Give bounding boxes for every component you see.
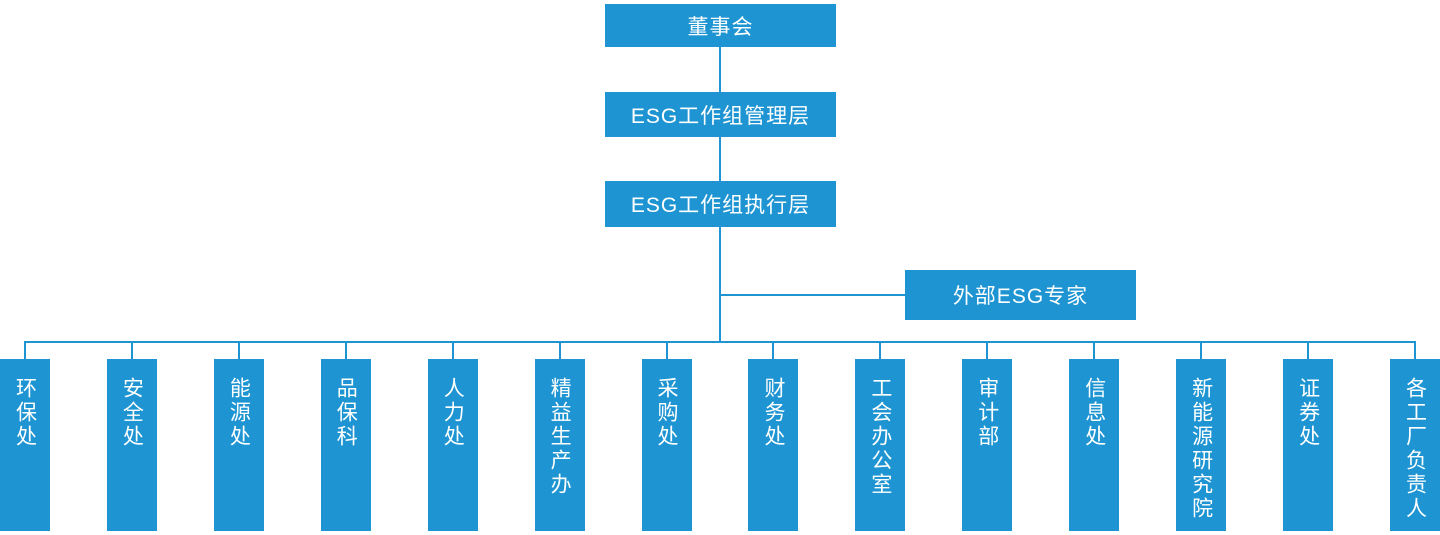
dept-label: 财务处 (761, 377, 785, 449)
dept-node: 审计部 (962, 342, 1013, 531)
department-row: 环保处 安全处 能源处 品保科 人力处 (0, 342, 1440, 531)
dept-node: 能源处 (213, 342, 264, 531)
dept-label: 精益生产办 (548, 377, 572, 497)
dept-box: 安全处 (106, 359, 157, 531)
node-label: ESG工作组管理层 (630, 104, 811, 128)
dept-box: 信息处 (1069, 359, 1120, 531)
node-label: 董事会 (687, 15, 754, 39)
dept-connector-stub (344, 342, 347, 359)
dept-label: 安全处 (120, 377, 144, 449)
dept-label: 环保处 (13, 377, 37, 449)
dept-label: 审计部 (975, 377, 999, 449)
connector-trunk-vertical (719, 227, 721, 342)
node-board-of-directors: 董事会 (605, 4, 836, 47)
dept-node: 财务处 (748, 342, 799, 531)
dept-connector-stub (1200, 342, 1203, 359)
dept-box: 人力处 (427, 359, 478, 531)
dept-box: 财务处 (748, 359, 799, 531)
dept-node: 信息处 (1069, 342, 1120, 531)
dept-box: 品保科 (320, 359, 371, 531)
node-label: ESG工作组执行层 (630, 194, 811, 217)
node-esg-management-level: ESG工作组管理层 (605, 92, 836, 137)
dept-node: 环保处 (0, 342, 50, 531)
dept-box: 环保处 (0, 359, 50, 531)
dept-node: 人力处 (427, 342, 478, 531)
dept-box: 精益生产办 (534, 359, 585, 531)
dept-connector-stub (986, 342, 989, 359)
dept-node: 新能源研究院 (1176, 342, 1227, 531)
dept-connector-stub (451, 342, 454, 359)
connector-expert-branch (720, 294, 905, 296)
dept-label: 人力处 (441, 377, 465, 449)
dept-connector-stub (237, 342, 240, 359)
dept-label: 工会办公室 (868, 377, 892, 497)
dept-node: 各工厂负责人 (1389, 342, 1440, 531)
dept-connector-stub (772, 342, 775, 359)
dept-node: 精益生产办 (534, 342, 585, 531)
dept-box: 新能源研究院 (1176, 359, 1227, 531)
dept-connector-stub (1413, 342, 1416, 359)
dept-node: 采购处 (641, 342, 692, 531)
dept-connector-stub (665, 342, 668, 359)
node-external-esg-expert: 外部ESG专家 (905, 270, 1136, 320)
dept-connector-stub (879, 342, 882, 359)
dept-connector-stub (24, 342, 26, 359)
dept-connector-stub (130, 342, 133, 359)
dept-node: 品保科 (320, 342, 371, 531)
dept-node: 工会办公室 (855, 342, 906, 531)
dept-label: 品保科 (334, 377, 358, 449)
dept-box: 采购处 (641, 359, 692, 531)
dept-box: 审计部 (962, 359, 1013, 531)
dept-label: 证券处 (1296, 377, 1320, 449)
connector-distribution-line (24, 341, 1416, 343)
node-esg-execution-level: ESG工作组执行层 (605, 181, 836, 227)
dept-node: 安全处 (106, 342, 157, 531)
dept-box: 证券处 (1283, 359, 1334, 531)
dept-node: 证券处 (1283, 342, 1334, 531)
dept-connector-stub (1093, 342, 1096, 359)
node-label: 外部ESG专家 (952, 285, 1089, 308)
dept-label: 采购处 (655, 377, 679, 449)
dept-label: 各工厂负责人 (1403, 377, 1427, 521)
dept-box: 工会办公室 (855, 359, 906, 531)
connector-board-to-management (719, 47, 721, 92)
dept-label: 能源处 (227, 377, 251, 449)
connector-management-to-execution (719, 137, 721, 181)
dept-label: 信息处 (1082, 377, 1106, 449)
dept-label: 新能源研究院 (1189, 377, 1213, 521)
dept-connector-stub (1307, 342, 1310, 359)
dept-connector-stub (558, 342, 561, 359)
dept-box: 能源处 (213, 359, 264, 531)
dept-box: 各工厂负责人 (1389, 359, 1440, 531)
